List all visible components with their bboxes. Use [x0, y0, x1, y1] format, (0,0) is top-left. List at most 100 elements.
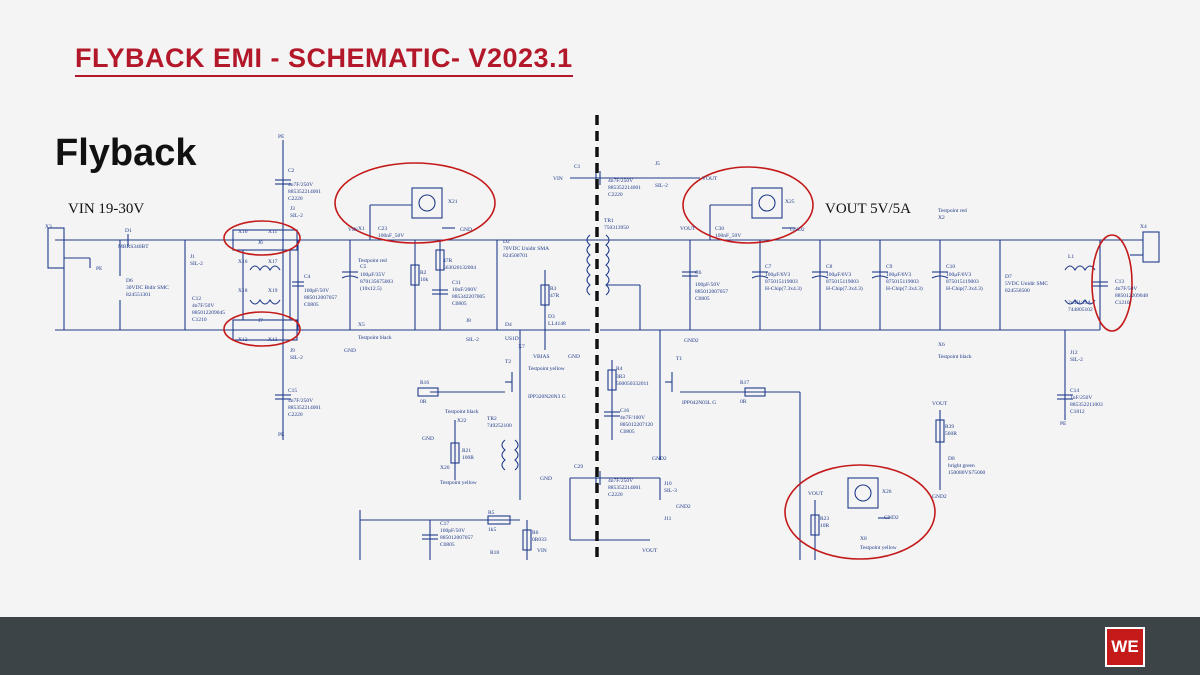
component-label-t2v: IPP320N20N3 G	[528, 394, 566, 400]
highlight-ellipse-x21	[334, 162, 496, 244]
component-label-j3: J3	[290, 206, 295, 212]
component-label-d7: D7	[1005, 274, 1012, 280]
component-label-r39v: 560R	[945, 431, 957, 437]
component-label-d6v: 30VDC Bidir SMC	[126, 285, 169, 291]
component-label-d8p: 150080VS75000	[948, 470, 986, 476]
component-label-c12s: C1210	[192, 317, 207, 323]
component-label-c1p: 885352214001	[608, 185, 641, 191]
component-label-l1p: 744805102	[1068, 307, 1093, 313]
component-label-r23v: 10R	[820, 523, 830, 529]
component-label-c8: C8	[826, 264, 833, 270]
component-label-vout1: VOUT	[680, 226, 696, 232]
emi-highlights	[223, 162, 1133, 560]
component-label-tpb3: Testpoint black	[938, 354, 972, 360]
component-label-gnd3: GND	[568, 354, 580, 360]
component-label-j6: J6	[258, 240, 263, 246]
component-label-c4s: C0805	[304, 302, 319, 308]
highlight-ellipse-j7	[223, 311, 301, 347]
component-label-d3: D3	[548, 314, 555, 320]
component-label-c5s: (10x12.5)	[360, 285, 382, 292]
component-label-vin2: VIN	[348, 227, 358, 233]
component-label-r17: R17	[740, 380, 749, 386]
component-label-r4: R4	[616, 366, 623, 372]
component-label-j7: J7	[258, 318, 263, 324]
component-label-c6v: 100pF/50V	[695, 282, 720, 288]
component-label-r6v: 0R033	[532, 537, 547, 543]
component-label-gnd7: GND2	[652, 456, 667, 462]
component-label-gnd6: GND2	[676, 504, 691, 510]
component-label-c17s: C0805	[440, 542, 455, 548]
component-label-x22: X22	[457, 418, 467, 424]
component-label-d2p: 824500701	[503, 253, 528, 259]
component-label-c8p: 875015119003	[826, 279, 859, 285]
component-label-c29: C29	[574, 464, 583, 470]
component-label-c23v: 100nF_50V	[378, 233, 404, 239]
component-label-gnd9: GND2	[684, 338, 699, 344]
component-label-d8: D8	[948, 456, 955, 462]
component-label-x2: X2	[938, 215, 945, 221]
component-label-c4v: 100pF/50V	[304, 288, 329, 294]
component-label-c14: C14	[1070, 388, 1079, 394]
component-label-c7p: 875015119003	[765, 279, 798, 285]
component-label-vin3: VIN	[537, 548, 547, 554]
component-label-t2: T2	[505, 359, 511, 365]
component-label-c15: C15	[288, 388, 297, 394]
component-label-c4p: 885012007057	[304, 295, 337, 301]
component-label-tr2p: 749252100	[487, 423, 512, 429]
component-label-c16s: C0805	[620, 429, 635, 435]
component-label-c7s: H-Chip(7.3x4.3)	[765, 285, 802, 292]
component-label-r5: R5	[488, 510, 495, 516]
component-label-tr1p: 750313950	[604, 225, 629, 231]
component-label-d1: D1	[125, 228, 132, 234]
component-label-gnd5: GND	[540, 476, 552, 482]
component-label-r39: R39	[945, 424, 954, 430]
component-label-c12: C12	[192, 296, 201, 302]
component-label-r23: R23	[820, 516, 829, 522]
component-label-j5: J5	[655, 161, 660, 167]
component-label-c29s: C2220	[608, 492, 623, 498]
component-label-x11: X11	[268, 229, 278, 235]
component-label-c10: C10	[946, 264, 955, 270]
component-label-d1v: MBRS340BT	[118, 244, 149, 250]
component-label-c30v: 100nF_50V	[715, 233, 741, 239]
footer-bar	[0, 617, 1200, 675]
component-label-l1: L1	[1068, 254, 1074, 260]
component-label-c5v: 100μF/35V	[360, 272, 385, 278]
component-label-c1s: C2220	[608, 192, 623, 198]
component-label-c14v: 1nF/250V	[1070, 395, 1092, 401]
component-label-x7: X7	[518, 344, 525, 350]
component-label-c13s: C1210	[1115, 300, 1130, 306]
component-label-vin4: VIN	[553, 176, 563, 182]
component-label-j12: J12	[1070, 350, 1078, 356]
component-label-c11s: C0805	[452, 301, 467, 307]
component-label-r16: R16	[420, 380, 429, 386]
component-label-d7v: 5VDC Unidir SMC	[1005, 281, 1048, 287]
component-label-r6: R6	[532, 530, 539, 536]
component-label-x6: X6	[938, 342, 945, 348]
component-label-r21: R21	[462, 448, 471, 454]
component-label-c2s: C2220	[288, 196, 303, 202]
component-label-tpy1: Testpoint yellow	[528, 366, 565, 372]
component-label-j9: J9	[290, 348, 295, 354]
component-label-x3: X3	[45, 224, 52, 230]
component-label-x4: X4	[1140, 224, 1147, 230]
component-label-c10v: 100μF/6V3	[946, 272, 972, 278]
component-label-x1: X1	[358, 226, 365, 232]
component-label-c2v: 4n7F/250V	[288, 182, 313, 188]
component-label-x26: X26	[882, 489, 892, 495]
component-label-pe2: PE	[278, 134, 285, 140]
component-label-c15s: C2220	[288, 412, 303, 418]
component-label-x21: X21	[448, 199, 458, 205]
component-label-r4p: 560050332011	[616, 381, 649, 387]
component-label-c11: C11	[452, 280, 461, 286]
component-label-c10s: H-Chip(7.3x4.3)	[946, 285, 983, 292]
highlight-ellipse-x26	[784, 464, 936, 560]
component-label-x18: X18	[238, 288, 248, 294]
component-label-j10: J10	[664, 481, 672, 487]
slide-title: FLYBACK EMI - SCHEMATIC- V2023.1	[75, 42, 573, 77]
component-label-c23: C23	[378, 226, 387, 232]
highlight-ellipse-x25	[682, 166, 814, 244]
component-label-vout5: VOUT	[642, 548, 658, 554]
component-label-c11p: 885342207005	[452, 294, 485, 300]
component-label-x25: X25	[785, 199, 795, 205]
